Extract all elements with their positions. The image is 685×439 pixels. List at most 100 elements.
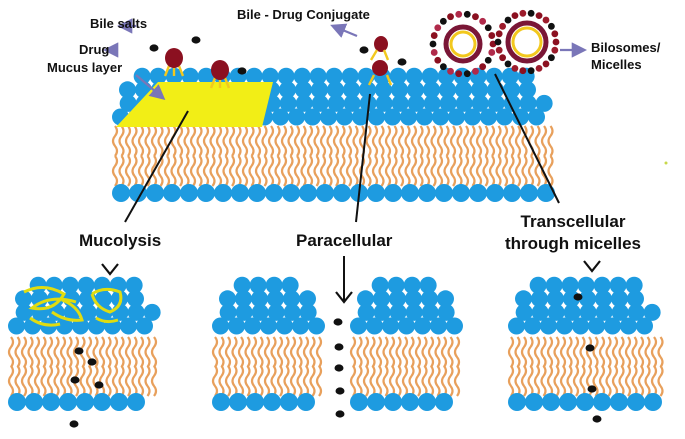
- lipid-tail: [261, 155, 268, 187]
- lipid-tail: [257, 365, 264, 397]
- lipid-tail: [124, 365, 132, 397]
- phospholipid-head: [265, 276, 283, 294]
- phospholipid-head: [643, 303, 661, 321]
- lipid-tail: [657, 336, 664, 368]
- pathway-line-paracellular: [355, 93, 371, 223]
- lipid-tail: [231, 365, 238, 397]
- lipid-tail: [352, 125, 359, 157]
- phospholipid-head: [283, 290, 300, 308]
- lipid-tail: [579, 336, 586, 368]
- phospholipid-head: [439, 94, 457, 112]
- lipid-tail: [462, 125, 470, 157]
- micelle-particle: [463, 10, 471, 18]
- lipid-tail: [170, 155, 177, 187]
- lipid-tail: [508, 125, 515, 157]
- lipid-tail: [85, 365, 93, 397]
- drug-particle: [334, 343, 344, 351]
- phospholipid-head: [129, 184, 147, 202]
- lipid-tail: [365, 155, 372, 187]
- phospholipid-head: [366, 317, 383, 335]
- micelle-particle: [519, 9, 527, 17]
- lipid-tail: [356, 365, 363, 397]
- phospholipid-head: [501, 67, 519, 85]
- phospholipid-head: [110, 393, 128, 411]
- phospholipid-head: [373, 303, 391, 321]
- lipid-tail: [254, 125, 262, 157]
- phospholipid-head: [29, 276, 47, 294]
- lipid-tail: [417, 155, 424, 187]
- lipid-tail: [507, 365, 515, 397]
- lipid-tail: [224, 365, 232, 397]
- lipid-tail: [283, 336, 290, 368]
- membrane-right-bottom-heads: [508, 393, 662, 411]
- phospholipid-head: [448, 108, 465, 126]
- phospholipid-head: [419, 276, 437, 294]
- phospholipid-head: [576, 393, 594, 411]
- lipid-tail: [540, 365, 547, 397]
- micelle-particle: [455, 10, 463, 18]
- lipid-tail: [287, 155, 294, 187]
- lipid-tail: [631, 336, 638, 368]
- phospholipid-head: [421, 303, 439, 321]
- lipid-tail: [228, 155, 236, 187]
- phospholipid-head: [531, 303, 549, 321]
- phospholipid-head: [418, 393, 436, 411]
- drug-particle: [573, 293, 583, 301]
- lipid-tail: [124, 125, 132, 157]
- phospholipid-head: [559, 393, 577, 411]
- lipid-tail: [345, 125, 353, 157]
- lipid-tail: [447, 365, 454, 397]
- phospholipid-head: [343, 81, 360, 99]
- lipid-tail: [434, 336, 441, 368]
- lipid-tail: [339, 125, 346, 157]
- lipid-tail: [7, 336, 15, 368]
- phospholipid-head: [572, 317, 589, 335]
- lipid-tail: [365, 125, 372, 157]
- label-bile-salts: Bile salts: [90, 16, 148, 31]
- lipid-tail: [105, 365, 112, 397]
- lipid-tail: [254, 155, 262, 187]
- pathway-line-mucolysis: [124, 110, 189, 223]
- lipid-tail: [257, 336, 264, 368]
- micelle-particle: [535, 12, 543, 20]
- lipid-tail: [469, 155, 476, 187]
- lipid-tail: [566, 365, 573, 397]
- lipid-tail: [475, 125, 483, 157]
- lipid-tail: [533, 336, 541, 368]
- phospholipid-head: [56, 317, 73, 335]
- phospholipid-head: [341, 67, 359, 85]
- lipid-tail: [53, 365, 60, 397]
- lipid-tail: [263, 336, 271, 368]
- phospholipid-head: [304, 108, 321, 126]
- phospholipid-head: [219, 303, 237, 321]
- lipid-tail: [362, 365, 370, 397]
- micelle-particle: [551, 30, 559, 38]
- phospholipid-head: [120, 317, 137, 335]
- lipid-tail: [540, 125, 548, 157]
- phospholipid-head: [400, 108, 417, 126]
- lipid-tail: [395, 365, 402, 397]
- membrane-mid-left-bottom-heads: [212, 393, 315, 411]
- lipid-tail: [189, 125, 197, 157]
- lipid-tail: [248, 155, 255, 187]
- bile-salt-linker: [163, 65, 185, 77]
- lipid-tail: [349, 336, 357, 368]
- phospholipid-head: [391, 81, 408, 99]
- lipid-tail: [644, 336, 651, 368]
- lipid-tail: [46, 365, 54, 397]
- phospholipid-head: [260, 317, 277, 335]
- phospholipid-head: [308, 317, 325, 335]
- phospholipid-head: [435, 184, 453, 202]
- lipid-tail: [401, 336, 409, 368]
- lipid-tail: [319, 155, 327, 187]
- lipid-tail: [495, 125, 502, 157]
- phospholipid-head: [540, 317, 557, 335]
- lipid-tail: [434, 365, 441, 397]
- lipid-tail: [202, 155, 210, 187]
- lipid-tail: [397, 155, 405, 187]
- micelle-particle: [495, 30, 503, 38]
- phospholipid-head: [288, 108, 305, 126]
- phospholipid-head: [418, 184, 436, 202]
- phospholipid-head: [263, 393, 281, 411]
- lipid-tail: [280, 155, 288, 187]
